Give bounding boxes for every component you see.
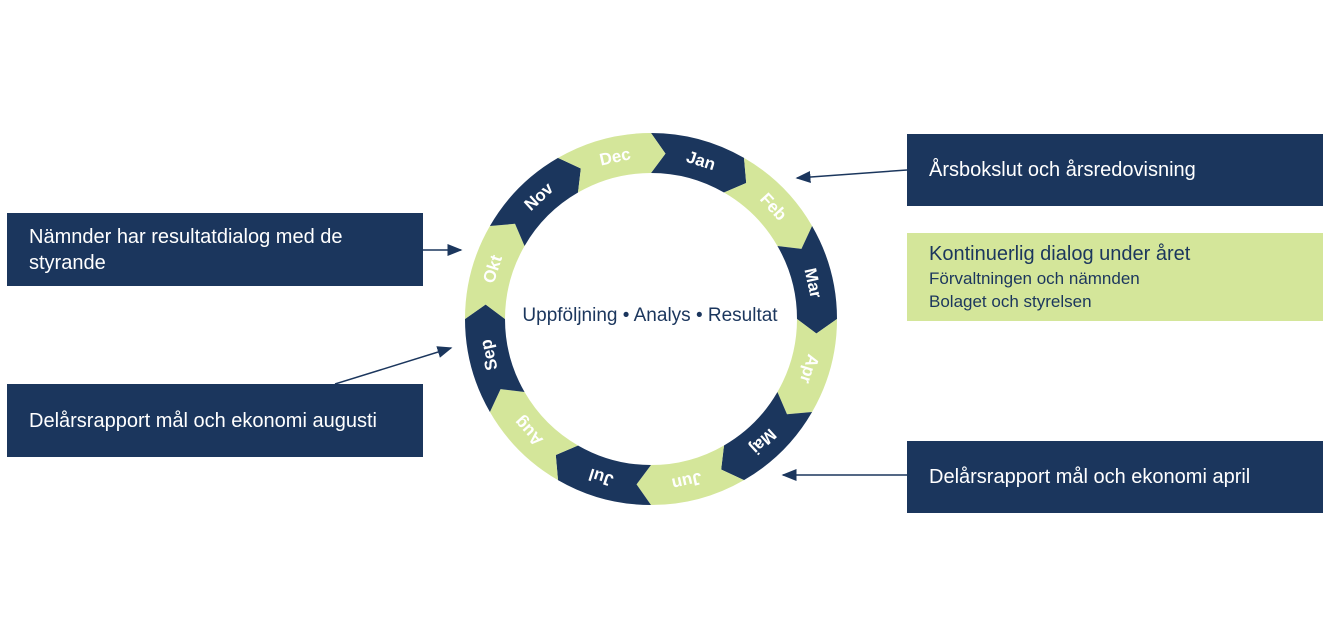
month-segment-mar [777, 226, 837, 334]
month-segment-dec [558, 133, 666, 193]
continuous-dialogue-box: Kontinuerlig dialog under året Förvaltni… [907, 233, 1323, 321]
annual-report-text: Årsbokslut och årsredovisning [929, 159, 1196, 181]
month-segment-jan [651, 133, 747, 193]
month-segment-nov [489, 157, 581, 246]
arrow-right-top [795, 169, 908, 184]
month-segment-apr [777, 319, 837, 415]
continuous-dialogue-title: Kontinuerlig dialog under året [929, 243, 1191, 265]
month-segment-maj [721, 392, 813, 481]
annual-report-box: Årsbokslut och årsredovisning [907, 134, 1323, 206]
interim-report-august-box: Delårsrapport mål och ekonomi augusti [7, 384, 423, 457]
month-segment-okt [465, 223, 525, 319]
results-dialogue-box: Nämnder har resultatdialog med de styran… [7, 213, 423, 286]
interim-report-april-box: Delårsrapport mål och ekonomi april [907, 441, 1323, 513]
interim-report-april-text: Delårsrapport mål och ekonomi april [929, 466, 1251, 488]
month-segment-jun [636, 445, 744, 505]
arrow-left-bottom [334, 346, 453, 385]
continuous-dialogue-line2: Bolaget och styrelsen [929, 292, 1092, 311]
month-segment-feb [724, 157, 813, 249]
month-segment-aug [489, 389, 578, 481]
month-segment-jul [555, 445, 651, 505]
center-text: Uppföljning • Analys • Resultat [522, 305, 778, 326]
results-dialogue-text: Nämnder har resultatdialog med de styran… [29, 225, 343, 274]
interim-report-august-text: Delårsrapport mål och ekonomi augusti [29, 409, 377, 432]
month-segment-sep [465, 304, 525, 412]
continuous-dialogue-line1: Förvaltningen och nämnden [929, 269, 1140, 288]
